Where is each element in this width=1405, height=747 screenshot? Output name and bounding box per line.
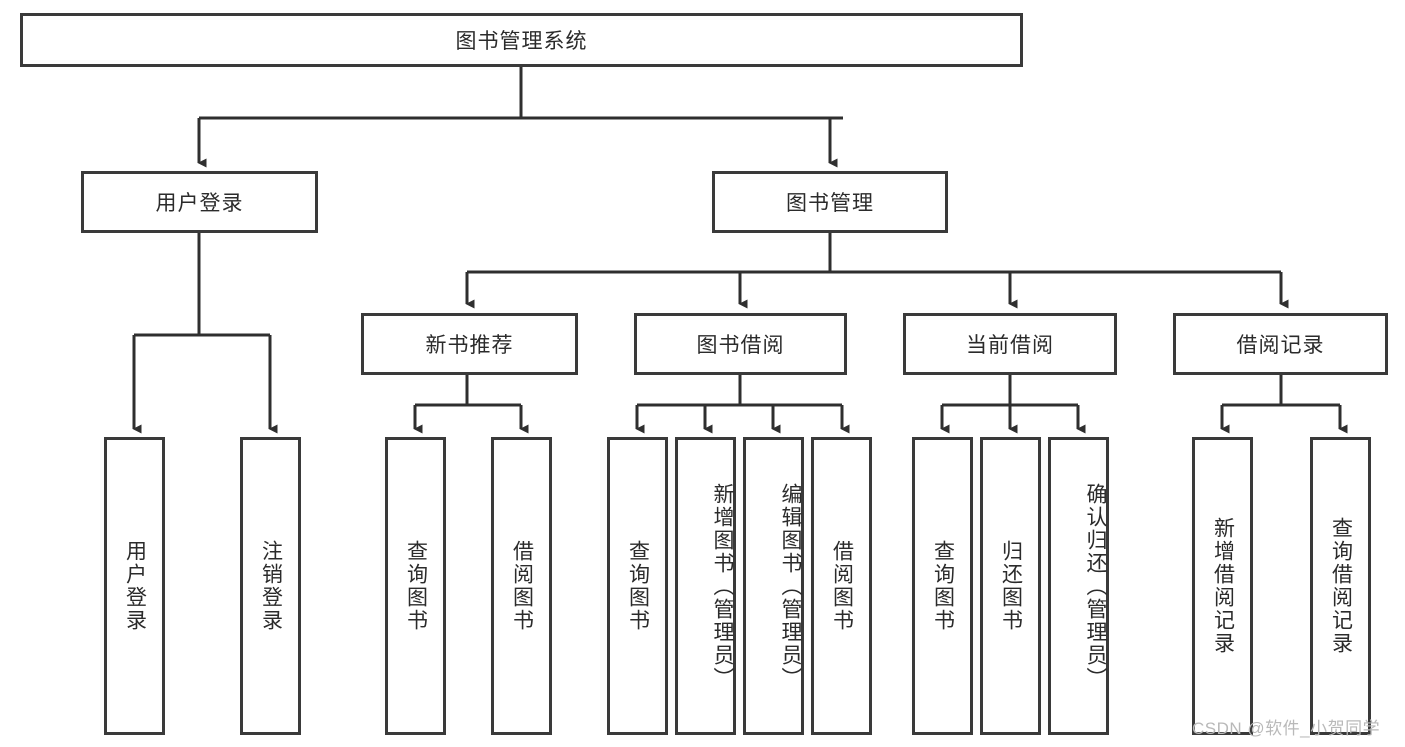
leaf-query-book-recommend[interactable]: 查询图书 xyxy=(385,437,446,735)
node-label: 用户登录 xyxy=(155,192,244,215)
node-label: 借阅图书 xyxy=(510,540,534,632)
leaf-query-borrow-record[interactable]: 查询借阅记录 xyxy=(1310,437,1371,735)
node-user-login[interactable]: 用户登录 xyxy=(81,171,318,233)
leaf-borrow-book-recommend[interactable]: 借阅图书 xyxy=(491,437,552,735)
node-book-borrow[interactable]: 图书借阅 xyxy=(634,313,847,375)
node-root-system[interactable]: 图书管理系统 xyxy=(20,13,1023,67)
node-new-book-recommend[interactable]: 新书推荐 xyxy=(361,313,578,375)
leaf-confirm-return[interactable]: 确认归还（管理员） xyxy=(1048,437,1109,735)
node-label: 查询图书 xyxy=(931,540,955,632)
leaf-borrow-book[interactable]: 借阅图书 xyxy=(811,437,872,735)
node-label: 确认归还（管理员） xyxy=(1084,482,1107,690)
node-label: 归还图书 xyxy=(999,540,1023,632)
leaf-add-borrow-record[interactable]: 新增借阅记录 xyxy=(1192,437,1253,735)
leaf-add-book[interactable]: 新增图书（管理员） xyxy=(675,437,736,735)
leaf-edit-book[interactable]: 编辑图书（管理员） xyxy=(743,437,804,735)
node-label: 图书管理系统 xyxy=(455,30,588,53)
node-book-management[interactable]: 图书管理 xyxy=(712,171,948,233)
leaf-user-login[interactable]: 用户登录 xyxy=(104,437,165,735)
node-label: 查询图书 xyxy=(626,540,650,632)
leaf-query-book-borrow[interactable]: 查询图书 xyxy=(607,437,668,735)
node-label: 注销登录 xyxy=(259,540,283,632)
node-label: 新书推荐 xyxy=(425,334,514,357)
node-label: 当前借阅 xyxy=(966,334,1054,357)
node-label: 新增借阅记录 xyxy=(1211,517,1235,655)
node-label: 查询图书 xyxy=(404,540,428,632)
node-label: 借阅图书 xyxy=(830,540,854,632)
node-label: 用户登录 xyxy=(123,540,147,632)
watermark: CSDN @软件_小贺同学 xyxy=(1192,719,1381,738)
node-current-borrow[interactable]: 当前借阅 xyxy=(903,313,1117,375)
leaf-logout[interactable]: 注销登录 xyxy=(240,437,301,735)
node-label: 借阅记录 xyxy=(1236,334,1325,357)
leaf-return-book[interactable]: 归还图书 xyxy=(980,437,1041,735)
node-label: 编辑图书（管理员） xyxy=(779,482,802,690)
node-label: 新增图书（管理员） xyxy=(711,482,734,690)
node-borrow-record[interactable]: 借阅记录 xyxy=(1173,313,1388,375)
node-label: 图书借阅 xyxy=(696,334,785,357)
node-label: 图书管理 xyxy=(786,192,874,215)
node-label: 查询借阅记录 xyxy=(1329,517,1353,655)
leaf-query-book-current[interactable]: 查询图书 xyxy=(912,437,973,735)
